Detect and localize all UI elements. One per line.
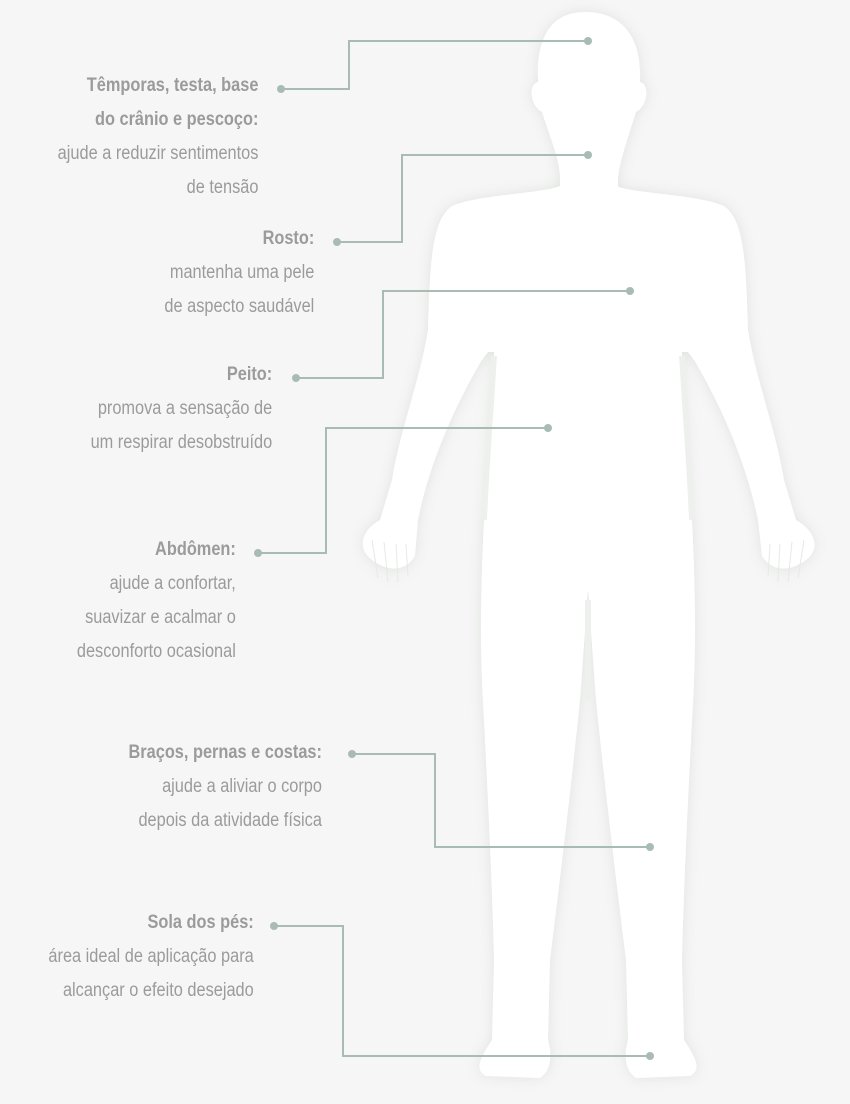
annotation-description: de aspecto saudável: [164, 296, 314, 317]
annotation-title: do crânio e pescoço:: [94, 109, 258, 130]
dot-face-label: [333, 238, 341, 246]
torso-shape: [362, 186, 815, 1078]
right-fingers: [767, 539, 805, 583]
connector-lines: [258, 40, 650, 1057]
dot-abdomen-body: [544, 424, 552, 432]
dot-soles-body: [646, 1052, 654, 1060]
connector-dots: [254, 37, 654, 1060]
dot-temples-body: [584, 37, 592, 45]
dot-soles-label: [270, 922, 278, 930]
annotation-description: ajude a confortar,: [109, 573, 236, 594]
annotation-description: alcançar o efeito desejado: [63, 980, 254, 1001]
dot-chest-label: [292, 374, 300, 382]
annotation-description: promova a sensação de: [97, 398, 272, 419]
annotation-description: depois da atividade física: [138, 810, 322, 831]
annotation-description: ajude a aliviar o corpo: [162, 776, 322, 797]
dot-limbs-body: [646, 843, 654, 851]
dot-temples-label: [277, 85, 285, 93]
annotation-description: ajude a reduzir sentimentos: [57, 143, 258, 164]
human-silhouette: [362, 12, 815, 1078]
dot-face-body: [584, 151, 592, 159]
annotation-abdomen: Abdômen: ajude a confortar, suavizar e a…: [77, 533, 236, 669]
annotation-face: Rosto: mantenha uma pele de aspecto saud…: [164, 222, 314, 324]
connector-chest: [296, 290, 630, 379]
annotation-title: Sola dos pés:: [147, 912, 254, 933]
connector-abdomen: [258, 427, 548, 554]
connector-temples: [281, 40, 588, 90]
annotation-temples: Têmporas, testa, base do crânio e pescoç…: [57, 69, 258, 205]
head-shape: [531, 12, 647, 192]
annotation-title: Rosto:: [262, 228, 314, 249]
annotation-chest: Peito: promova a sensação de um respirar…: [90, 358, 272, 460]
connector-face: [337, 154, 588, 243]
annotation-description: área ideal de aplicação para: [48, 946, 254, 967]
annotation-limbs: Braços, pernas e costas: ajude a aliviar…: [129, 736, 322, 838]
annotation-description: mantenha uma pele: [169, 262, 314, 283]
annotation-title: Peito:: [226, 364, 272, 385]
left-fingers: [371, 539, 409, 583]
connector-limbs: [352, 753, 650, 848]
annotation-soles: Sola dos pés: área ideal de aplicação pa…: [49, 906, 254, 1008]
annotation-description: desconforto ocasional: [77, 641, 236, 662]
dot-abdomen-label: [254, 549, 262, 557]
annotation-title: Braços, pernas e costas:: [128, 742, 322, 763]
connector-soles: [274, 925, 650, 1057]
body-shading: [481, 355, 695, 700]
dot-chest-body: [626, 287, 634, 295]
dot-limbs-label: [348, 750, 356, 758]
annotation-description: suavizar e acalmar o: [85, 607, 236, 628]
annotation-description: um respirar desobstruído: [90, 432, 272, 453]
annotation-description: de tensão: [186, 177, 258, 198]
annotation-title: Abdômen:: [155, 539, 236, 560]
annotation-title: Têmporas, testa, base: [86, 75, 259, 96]
